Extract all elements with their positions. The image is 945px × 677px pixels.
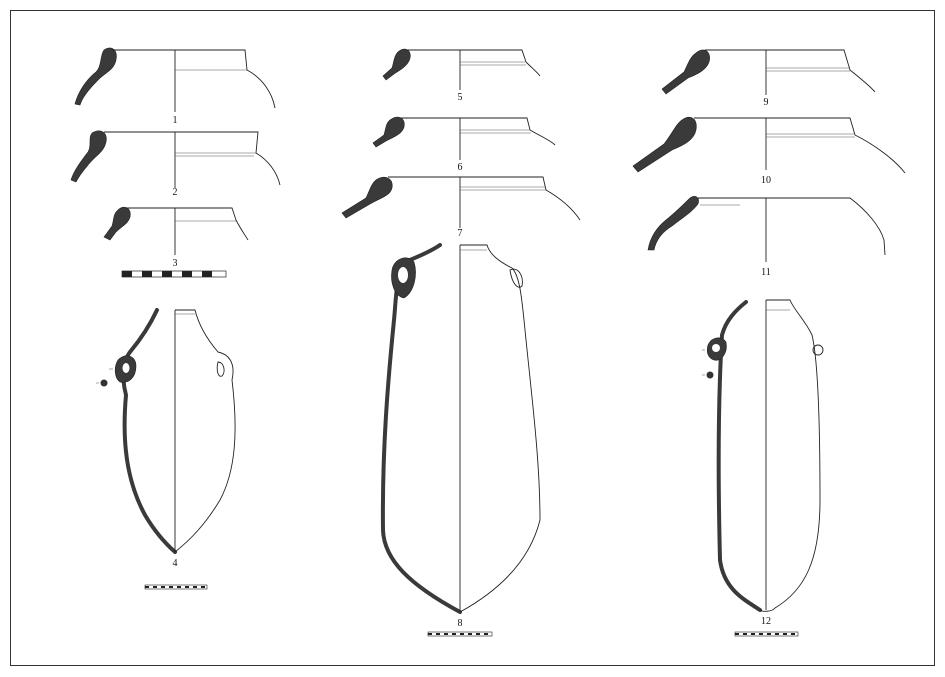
figure-label-10: 10 [761,175,771,186]
figure-label-11: 11 [761,267,771,278]
vessel-12: 12 [702,299,824,637]
scale-bar [144,584,208,590]
figure-label-2: 2 [173,187,178,198]
figure-label-1: 1 [173,115,178,126]
figure-label-3: 3 [173,258,178,269]
scale-bar [734,631,799,637]
rim-profile-9: 9 [661,49,876,108]
vessel-8: 8 [380,243,541,637]
scale-bar [427,631,493,637]
rim-profile-7: 7 [341,176,581,239]
rim-profile-3: 3 [103,206,249,269]
scale-bar [121,270,227,278]
figure-label-6: 6 [458,162,463,173]
figure-label-8: 8 [458,618,463,629]
figure-label-4: 4 [173,558,178,569]
rim-profile-6: 6 [372,116,556,173]
figure-label-7: 7 [458,228,463,239]
rim-profile-10: 10 [632,117,906,186]
rim-profile-11: 11 [647,196,886,278]
plate-frame [10,10,935,666]
figure-label-5: 5 [458,92,463,103]
rim-profile-2: 2 [70,130,281,198]
figure-label-12: 12 [761,616,771,627]
rim-profile-1: 1 [74,47,276,126]
vessel-4: 4 [96,308,236,590]
rim-profile-5: 5 [382,48,541,103]
figure-label-9: 9 [764,97,769,108]
